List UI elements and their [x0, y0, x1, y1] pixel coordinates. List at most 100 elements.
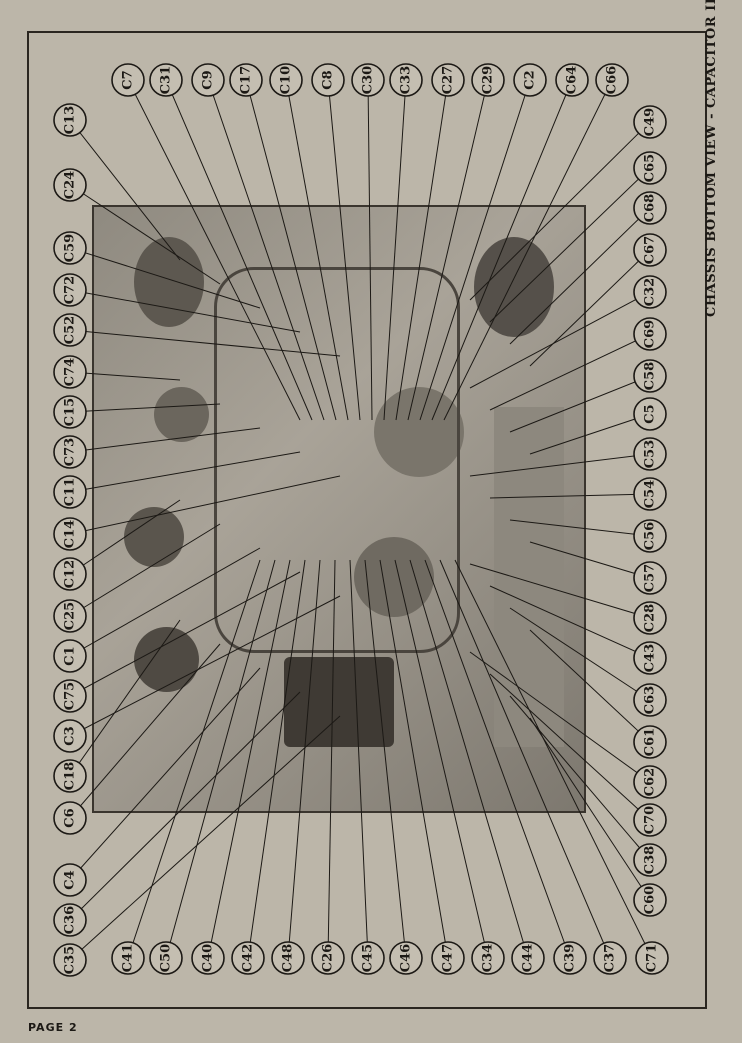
capacitor-callout-c57: C57 — [633, 561, 667, 595]
callout-circle — [351, 941, 385, 975]
capacitor-callout-c26: C26 — [311, 941, 345, 975]
callout-circle — [149, 941, 183, 975]
tube-socket-graphic — [154, 387, 209, 442]
leader-line — [509, 695, 651, 861]
leader-line — [245, 79, 337, 421]
callout-circle — [633, 437, 667, 471]
capacitor-callout-c11: C11 — [53, 475, 87, 509]
callout-circle — [311, 941, 345, 975]
callout-circle — [53, 801, 87, 835]
callout-circle — [53, 719, 87, 753]
leader-line — [379, 559, 449, 959]
callout-label: C64 — [565, 66, 580, 94]
leader-line — [69, 643, 221, 819]
chassis-component-graphic — [374, 387, 464, 477]
capacitor-callout-c8: C8 — [311, 63, 345, 97]
callout-circle — [389, 941, 423, 975]
callout-circle — [633, 151, 667, 185]
leader-line — [469, 291, 651, 389]
capacitor-callout-c28: C28 — [633, 601, 667, 635]
callout-circle — [511, 941, 545, 975]
callout-circle — [269, 63, 303, 97]
callout-label: C70 — [643, 806, 658, 834]
capacitor-callout-c24: C24 — [53, 168, 87, 202]
callout-label: C46 — [399, 944, 414, 972]
capacitor-callout-c47: C47 — [431, 941, 465, 975]
leader-line — [489, 585, 651, 659]
capacitor-callout-c49: C49 — [633, 105, 667, 139]
callout-label: C52 — [63, 316, 78, 344]
capacitor-callout-c36: C36 — [53, 903, 87, 937]
leader-line — [529, 717, 651, 901]
callout-circle — [53, 943, 87, 977]
callout-label: C56 — [643, 522, 658, 550]
callout-label: C18 — [63, 762, 78, 790]
leader-line — [69, 595, 341, 737]
capacitor-callout-c27: C27 — [431, 63, 465, 97]
callout-label: C65 — [643, 154, 658, 182]
capacitor-callout-c69: C69 — [633, 317, 667, 351]
callout-label: C14 — [63, 520, 78, 548]
callout-circle — [53, 599, 87, 633]
callout-label: C66 — [605, 66, 620, 94]
callout-label: C43 — [643, 644, 658, 672]
callout-circle — [53, 395, 87, 429]
callout-label: C11 — [63, 478, 78, 506]
leader-line — [509, 375, 651, 433]
callout-label: C53 — [643, 440, 658, 468]
callout-label: C2 — [523, 70, 538, 89]
callout-label: C35 — [63, 946, 78, 974]
callout-circle — [635, 941, 669, 975]
callout-circle — [53, 639, 87, 673]
capacitor-callout-c7: C7 — [111, 63, 145, 97]
capacitor-callout-c13: C13 — [53, 103, 87, 137]
capacitor-callout-c56: C56 — [633, 519, 667, 553]
capacitor-callout-c53: C53 — [633, 437, 667, 471]
callout-circle — [53, 863, 87, 897]
leader-line — [69, 329, 341, 357]
callout-label: C4 — [63, 870, 78, 889]
capacitor-callout-c41: C41 — [111, 941, 145, 975]
callout-label: C75 — [63, 682, 78, 710]
capacitor-callout-c14: C14 — [53, 517, 87, 551]
callout-label: C57 — [643, 564, 658, 592]
callout-label: C74 — [63, 358, 78, 386]
callout-circle — [229, 63, 263, 97]
capacitor-callout-c61: C61 — [633, 725, 667, 759]
callout-circle — [633, 803, 667, 837]
wiring-harness-graphic — [214, 267, 460, 653]
callout-circle — [633, 765, 667, 799]
leader-line — [207, 79, 325, 421]
leader-line — [69, 499, 181, 575]
leader-line — [509, 207, 651, 345]
callout-circle — [633, 191, 667, 225]
callout-label: C36 — [63, 906, 78, 934]
leader-line — [454, 559, 653, 959]
capacitor-callout-c33: C33 — [389, 63, 423, 97]
callout-label: C15 — [63, 398, 78, 426]
callout-label: C59 — [63, 234, 78, 262]
callout-circle — [513, 63, 547, 97]
callout-label: C32 — [643, 278, 658, 306]
leader-line — [529, 629, 651, 743]
callout-circle — [431, 63, 465, 97]
capacitor-callout-c1: C1 — [53, 639, 87, 673]
leader-line — [469, 121, 651, 301]
capacitor-callout-c67: C67 — [633, 233, 667, 267]
callout-label: C71 — [645, 944, 660, 972]
capacitor-callout-c17: C17 — [229, 63, 263, 97]
leader-line — [127, 559, 261, 959]
callout-circle — [53, 231, 87, 265]
leader-line — [69, 289, 301, 333]
capacitor-callout-c25: C25 — [53, 599, 87, 633]
leader-line — [327, 559, 336, 959]
callout-circle — [633, 397, 667, 431]
capacitor-callout-c44: C44 — [511, 941, 545, 975]
leader-line — [469, 651, 651, 783]
callout-circle — [633, 561, 667, 595]
figure-caption: CHASSIS BOTTOM VIEW - CAPACITOR IDENT. — [704, 0, 719, 317]
callout-circle — [593, 941, 627, 975]
callout-circle — [351, 63, 385, 97]
leader-line — [69, 571, 301, 697]
